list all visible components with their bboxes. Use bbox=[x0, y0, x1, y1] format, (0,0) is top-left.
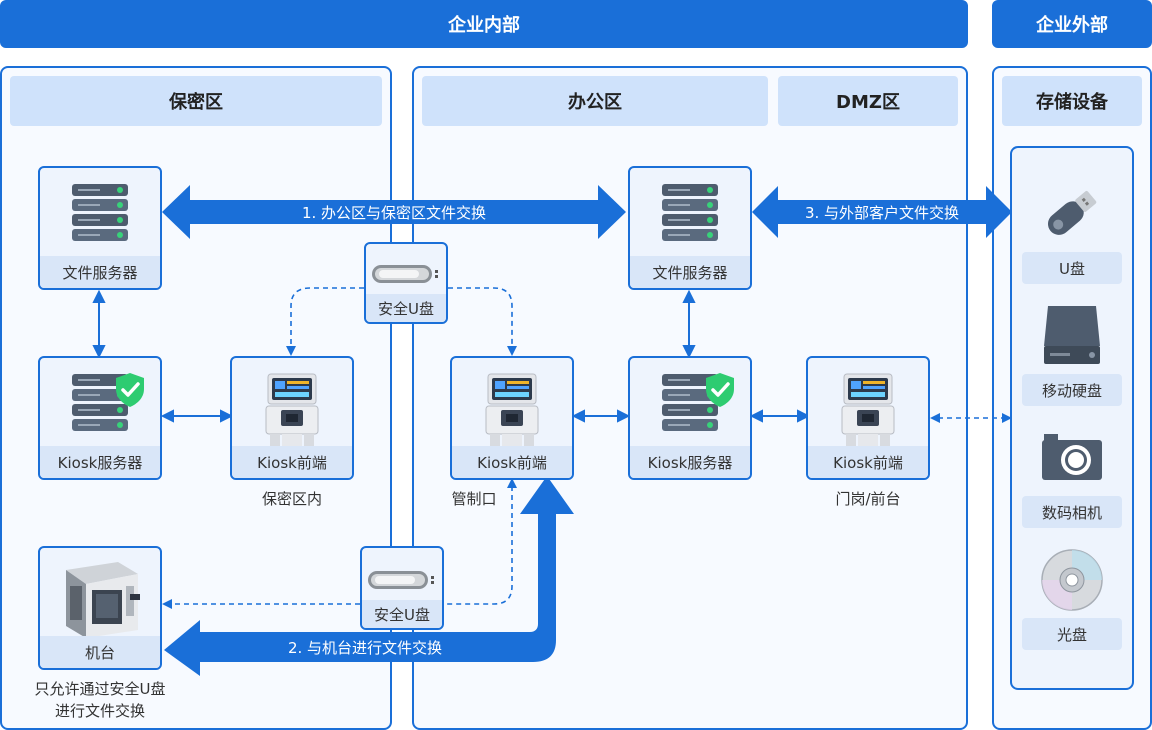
flow1-text: 1. 办公区与保密区文件交换 bbox=[301, 203, 487, 222]
storage-item-hdd-label: 移动硬盘 bbox=[1041, 381, 1102, 400]
flow3-label: 3. 与外部客户文件交换 bbox=[778, 200, 986, 224]
dmz-kiosk-front[interactable]: Kiosk前端 bbox=[806, 356, 930, 480]
usb-key-icon bbox=[367, 568, 437, 592]
secure-usb-bottom-label: 安全U盘 bbox=[362, 600, 442, 628]
external-banner-label: 企业外部 bbox=[1036, 15, 1108, 36]
secure-zone-header: 保密区 bbox=[10, 76, 382, 126]
disc-icon bbox=[1041, 549, 1103, 611]
machine-label: 机台 bbox=[40, 636, 160, 668]
camera-icon bbox=[1042, 434, 1102, 480]
server-icon bbox=[70, 182, 130, 244]
flow2-arrow bbox=[164, 476, 574, 676]
flow2-text: 2. 与机台进行文件交换 bbox=[287, 638, 443, 657]
secure-kiosk-server-label: Kiosk服务器 bbox=[40, 446, 160, 478]
storage-item-camera-label: 数码相机 bbox=[1041, 503, 1102, 522]
office-kiosk-server[interactable]: Kiosk服务器 bbox=[628, 356, 752, 480]
secure-usb-bottom[interactable]: 安全U盘 bbox=[360, 546, 444, 630]
secure-file-server[interactable]: 文件服务器 bbox=[38, 166, 162, 290]
dmz-zone-title: DMZ区 bbox=[836, 92, 900, 113]
machine-note-line1: 只允许通过安全U盘 bbox=[34, 680, 166, 698]
secure-kiosk-server[interactable]: Kiosk服务器 bbox=[38, 356, 162, 480]
machine-note: 只允许通过安全U盘 进行文件交换 bbox=[14, 678, 186, 722]
secure-kiosk-front-label: Kiosk前端 bbox=[232, 446, 352, 478]
office-file-server-label: 文件服务器 bbox=[630, 256, 750, 288]
machine-tool-icon bbox=[66, 562, 140, 638]
storage-item-usb-label: U盘 bbox=[1059, 259, 1085, 278]
shield-check-icon bbox=[704, 372, 736, 408]
secure-kiosk-front[interactable]: Kiosk前端 bbox=[230, 356, 354, 480]
storage-item-usb[interactable]: U盘 bbox=[1022, 252, 1122, 284]
flow1-label: 1. 办公区与保密区文件交换 bbox=[190, 200, 598, 224]
flow1-arrow bbox=[162, 185, 626, 239]
flow2-label: 2. 与机台进行文件交换 bbox=[200, 632, 530, 662]
dmz-zone-header: DMZ区 bbox=[778, 76, 958, 126]
storage-zone-header: 存储设备 bbox=[1002, 76, 1142, 126]
flow3-arrow bbox=[752, 186, 1012, 238]
usb-drive-icon bbox=[1047, 190, 1097, 235]
server-icon bbox=[660, 182, 720, 244]
internal-banner: 企业内部 bbox=[0, 0, 968, 48]
dmz-kiosk-front-label: Kiosk前端 bbox=[808, 446, 928, 478]
storage-item-hdd[interactable]: 移动硬盘 bbox=[1022, 374, 1122, 406]
office-kiosk-front[interactable]: Kiosk前端 bbox=[450, 356, 574, 480]
office-zone-title: 办公区 bbox=[568, 92, 622, 113]
shield-check-icon bbox=[114, 372, 146, 408]
kiosk-terminal-icon bbox=[838, 372, 898, 452]
secure-zone-title: 保密区 bbox=[169, 92, 223, 113]
office-kiosk-server-label: Kiosk服务器 bbox=[630, 446, 750, 478]
usb-key-icon bbox=[371, 262, 441, 286]
control-port-caption: 管制口 bbox=[451, 490, 497, 508]
machine-note-line2: 进行文件交换 bbox=[54, 702, 145, 720]
storage-item-disc[interactable]: 光盘 bbox=[1022, 618, 1122, 650]
secure-usb-top-label: 安全U盘 bbox=[366, 294, 446, 322]
kiosk-terminal-icon bbox=[482, 372, 542, 452]
storage-item-disc-label: 光盘 bbox=[1056, 625, 1087, 644]
storage-zone-title: 存储设备 bbox=[1036, 92, 1108, 113]
secure-file-server-label: 文件服务器 bbox=[40, 256, 160, 288]
office-kiosk-front-label: Kiosk前端 bbox=[452, 446, 572, 478]
storage-item-camera[interactable]: 数码相机 bbox=[1022, 496, 1122, 528]
machine-node[interactable]: 机台 bbox=[38, 546, 162, 670]
office-zone-header: 办公区 bbox=[422, 76, 768, 126]
external-banner: 企业外部 bbox=[992, 0, 1152, 48]
gate-caption: 门岗/前台 bbox=[835, 490, 901, 508]
flow3-text: 3. 与外部客户文件交换 bbox=[804, 203, 960, 222]
secure-inner-caption: 保密区内 bbox=[261, 490, 322, 508]
internal-banner-label: 企业内部 bbox=[448, 15, 520, 36]
hard-drive-icon bbox=[1044, 306, 1100, 364]
secure-usb-top[interactable]: 安全U盘 bbox=[364, 242, 448, 324]
office-file-server[interactable]: 文件服务器 bbox=[628, 166, 752, 290]
kiosk-terminal-icon bbox=[262, 372, 322, 452]
